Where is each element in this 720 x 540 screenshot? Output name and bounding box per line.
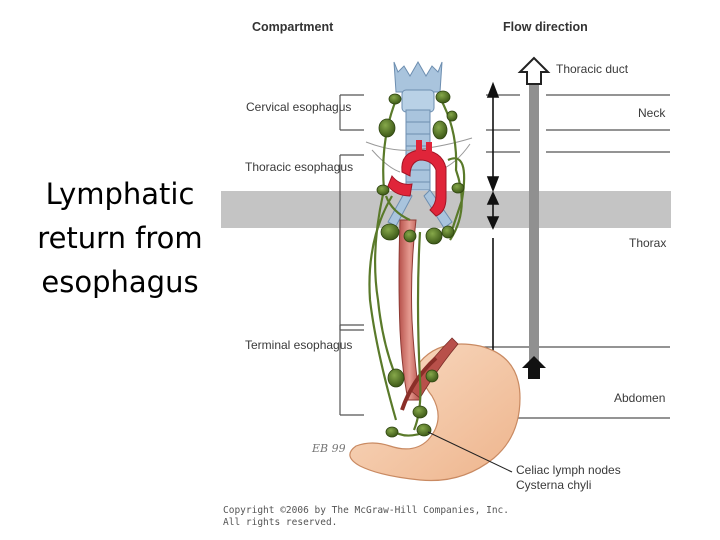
thoracic-esophagus-label: Thoracic esophagus	[245, 160, 353, 174]
slide-title: Lymphatic return from esophagus	[37, 177, 203, 299]
stomach	[349, 343, 521, 482]
artist-signature: EB 99	[311, 442, 346, 455]
thoracic-duct-label: Thoracic duct	[556, 62, 629, 76]
cervical-esophagus-label: Cervical esophagus	[246, 100, 351, 114]
neck-label: Neck	[638, 106, 666, 120]
celiac-lymph-nodes-label: Celiac lymph nodes	[516, 463, 621, 477]
copyright-line-1: Copyright ©2006 by The McGraw-Hill Compa…	[223, 505, 509, 516]
flow-down-small-arrowhead-icon	[486, 216, 500, 230]
compartment-brackets	[339, 94, 364, 416]
cisterna-chyli-label: Cysterna chyli	[516, 478, 591, 492]
flow-up-arrowhead-icon	[486, 81, 500, 98]
flow-arrows	[486, 81, 500, 385]
terminal-esophagus-label: Terminal esophagus	[245, 338, 352, 352]
abdomen-label: Abdomen	[614, 391, 665, 405]
duct-inflow-arrow-icon	[522, 356, 546, 379]
celiac-leader-line	[427, 431, 513, 473]
thorax-label: Thorax	[629, 236, 666, 250]
thoracic-duct	[517, 56, 551, 379]
flow-down-arrowhead-icon	[486, 176, 500, 193]
gastric-artery	[400, 356, 438, 411]
region-lines	[480, 94, 670, 419]
flow-direction-header: Flow direction	[503, 20, 588, 34]
duct-outflow-arrow-icon	[517, 56, 551, 85]
copyright-line-2: All rights reserved.	[223, 517, 337, 528]
aortic-arch	[387, 140, 447, 217]
lymph-nodes	[376, 90, 465, 438]
flow-up-small-arrowhead-icon	[486, 191, 500, 205]
compartment-header: Compartment	[252, 20, 334, 34]
